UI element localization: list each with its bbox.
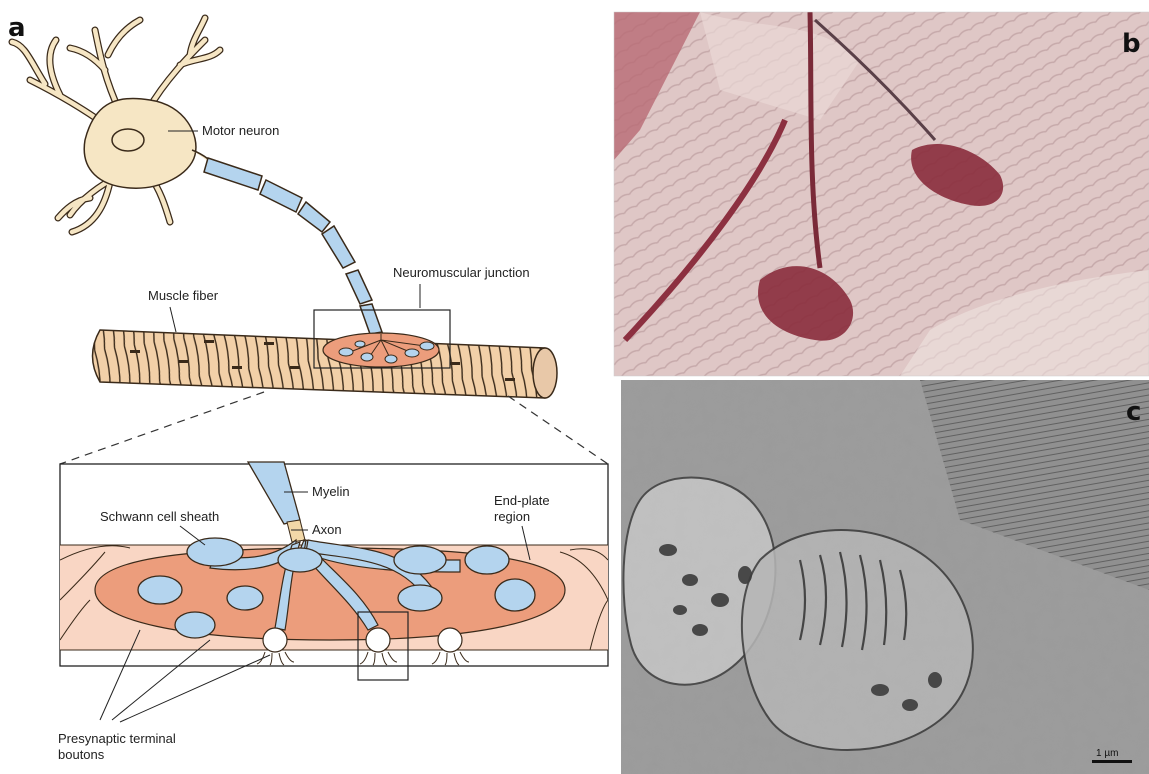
label-neuromuscular-junction: Neuromuscular junction [393, 265, 530, 280]
muscle-fiber-illustration [93, 310, 558, 398]
label-presynaptic-line2: boutons [58, 747, 105, 762]
label-presynaptic-line1: Presynaptic terminal [58, 731, 176, 746]
panel-b-micrograph [614, 12, 1149, 376]
panel-b-letter: b [1122, 29, 1141, 59]
panel-c-letter: c [1126, 397, 1141, 427]
label-schwann-cell-sheath: Schwann cell sheath [100, 509, 219, 524]
label-muscle-fiber: Muscle fiber [148, 288, 219, 303]
label-myelin: Myelin [312, 484, 350, 499]
label-axon: Axon [312, 522, 342, 537]
panel-a-letter: a [8, 13, 26, 43]
panel-c-micrograph [621, 380, 1149, 774]
panel-a: a Motor neuron [8, 13, 608, 762]
label-motor-neuron: Motor neuron [202, 123, 279, 138]
motor-neuron-illustration [12, 18, 382, 334]
label-end-plate-line2: region [494, 509, 530, 524]
scale-bar-label: 1 µm [1096, 748, 1118, 759]
label-end-plate-line1: End-plate [494, 493, 550, 508]
